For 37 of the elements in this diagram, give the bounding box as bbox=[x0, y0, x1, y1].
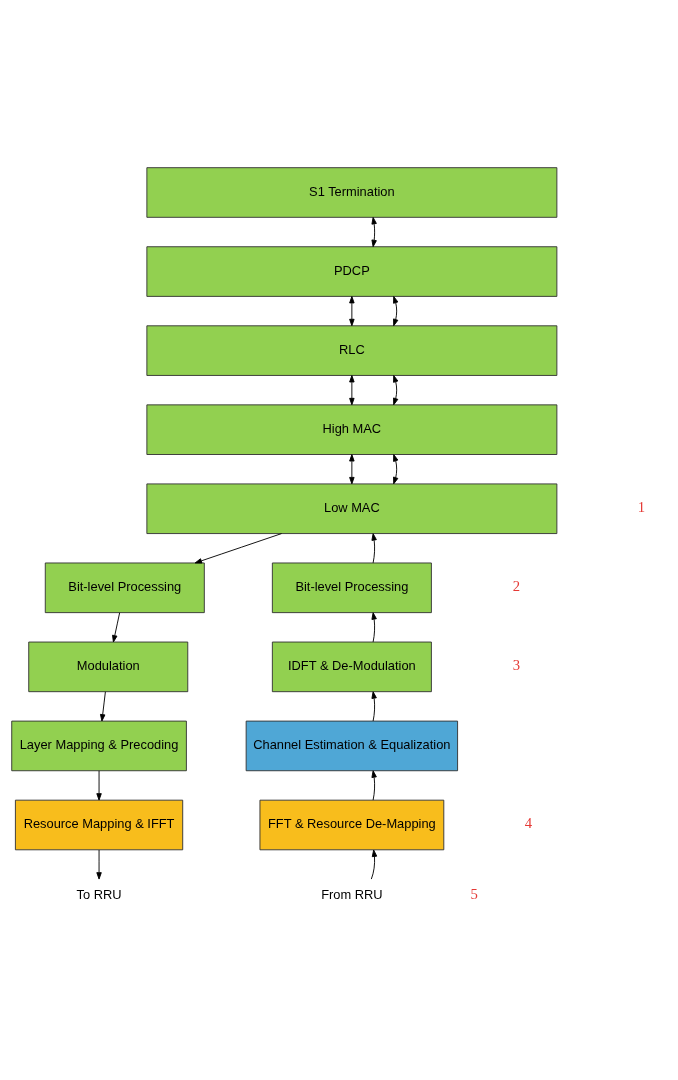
node-box: Layer Mapping & Precoding bbox=[11, 720, 187, 772]
node-box: IDFT & De-Modulation bbox=[271, 641, 432, 693]
arrow bbox=[371, 691, 377, 722]
arrow bbox=[100, 691, 106, 722]
node-box: FFT & Resource De-Mapping bbox=[259, 799, 445, 851]
node-box: Low MAC bbox=[146, 483, 558, 534]
label: 3 bbox=[512, 657, 521, 674]
arrow bbox=[393, 296, 399, 327]
node-box: High MAC bbox=[146, 404, 558, 455]
node-box: Channel Estimation & Equalization bbox=[245, 720, 459, 772]
arrow bbox=[370, 849, 378, 880]
label: 1 bbox=[637, 499, 646, 516]
arrow bbox=[371, 770, 377, 801]
label: 2 bbox=[512, 578, 521, 595]
label: 4 bbox=[524, 815, 533, 832]
node-box: Bit-level Processing bbox=[271, 562, 432, 614]
node-box: RLC bbox=[146, 325, 558, 376]
arrow bbox=[371, 533, 377, 564]
node-text: From RRU bbox=[321, 887, 383, 903]
node-box: Modulation bbox=[28, 641, 189, 693]
node-box: Resource Mapping & IFFT bbox=[14, 799, 184, 851]
arrow bbox=[112, 612, 121, 643]
arrow bbox=[371, 612, 377, 643]
arrow bbox=[96, 849, 102, 880]
arrow bbox=[96, 770, 102, 801]
arrow bbox=[393, 375, 399, 406]
arrow bbox=[393, 454, 399, 485]
label: 5 bbox=[470, 886, 478, 903]
node-box: S1 Termination bbox=[146, 167, 558, 218]
arrow bbox=[194, 533, 283, 564]
arrow bbox=[349, 296, 355, 327]
node-text: To RRU bbox=[76, 887, 122, 903]
node-box: PDCP bbox=[146, 246, 558, 297]
arrow bbox=[349, 375, 355, 406]
arrow bbox=[371, 216, 377, 248]
node-box: Bit-level Processing bbox=[44, 562, 205, 614]
arrow bbox=[349, 454, 355, 485]
